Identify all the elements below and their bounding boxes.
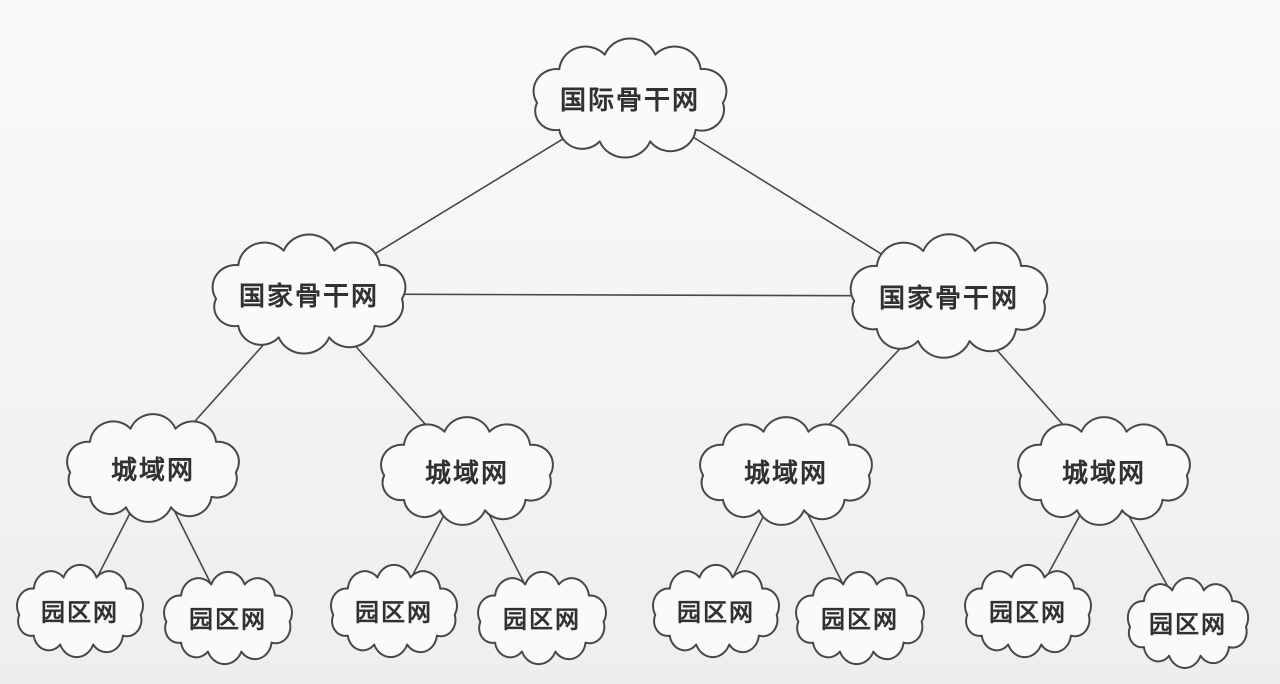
- cloud-label-camp5: 园区网: [677, 600, 755, 627]
- cloud-label-intl: 国际骨干网: [560, 85, 700, 115]
- network-cloud-camp4: 园区网: [478, 572, 606, 664]
- cloud-shape-icon: [851, 234, 1048, 358]
- network-cloud-nat1: 国家骨干网: [213, 234, 406, 353]
- network-cloud-man3: 城域网: [700, 417, 872, 525]
- network-cloud-camp1: 园区网: [17, 565, 143, 657]
- network-cloud-camp7: 园区网: [965, 565, 1091, 657]
- cloud-label-man3: 城域网: [744, 458, 828, 488]
- cloud-shape-icon: [17, 565, 143, 657]
- cloud-label-camp8: 园区网: [1149, 612, 1227, 639]
- cloud-label-camp1: 园区网: [41, 600, 119, 627]
- cloud-shape-icon: [164, 572, 292, 664]
- edges-layer: [79, 97, 1189, 624]
- cloud-shape-icon: [213, 234, 406, 353]
- edge-nat1-nat2: [308, 293, 950, 297]
- cloud-label-nat1: 国家骨干网: [239, 281, 379, 311]
- network-cloud-man2: 城域网: [381, 417, 553, 525]
- cloud-shape-icon: [1018, 417, 1190, 525]
- cloud-label-man2: 城域网: [425, 458, 509, 488]
- cloud-shape-icon: [653, 565, 779, 657]
- network-cloud-camp3: 园区网: [331, 565, 457, 657]
- cloud-label-camp2: 园区网: [189, 607, 267, 634]
- network-cloud-camp8: 园区网: [1128, 578, 1248, 668]
- cloud-shape-icon: [478, 572, 606, 664]
- cloud-shape-icon: [965, 565, 1091, 657]
- network-cloud-man1: 城域网: [67, 414, 239, 522]
- cloud-label-man1: 城域网: [111, 455, 195, 485]
- cloud-shape-icon: [796, 572, 924, 664]
- cloud-label-nat2: 国家骨干网: [879, 283, 1019, 313]
- network-cloud-camp6: 园区网: [796, 572, 924, 664]
- network-cloud-camp5: 园区网: [653, 565, 779, 657]
- cloud-shape-icon: [700, 417, 872, 525]
- network-cloud-nat2: 国家骨干网: [851, 234, 1048, 358]
- cloud-shape-icon: [331, 565, 457, 657]
- cloud-shape-icon: [534, 38, 727, 157]
- cloud-label-camp6: 园区网: [821, 607, 899, 634]
- network-cloud-man4: 城域网: [1018, 417, 1190, 525]
- network-cloud-camp2: 园区网: [164, 572, 292, 664]
- cloud-label-camp3: 园区网: [355, 600, 433, 627]
- cloud-label-camp7: 园区网: [989, 600, 1067, 627]
- cloud-shape-icon: [67, 414, 239, 522]
- cloud-shape-icon: [1128, 578, 1248, 668]
- cloud-label-man4: 城域网: [1062, 458, 1146, 488]
- network-cloud-intl: 国际骨干网: [534, 38, 727, 157]
- cloud-shape-icon: [381, 417, 553, 525]
- cloud-label-camp4: 园区网: [503, 607, 581, 634]
